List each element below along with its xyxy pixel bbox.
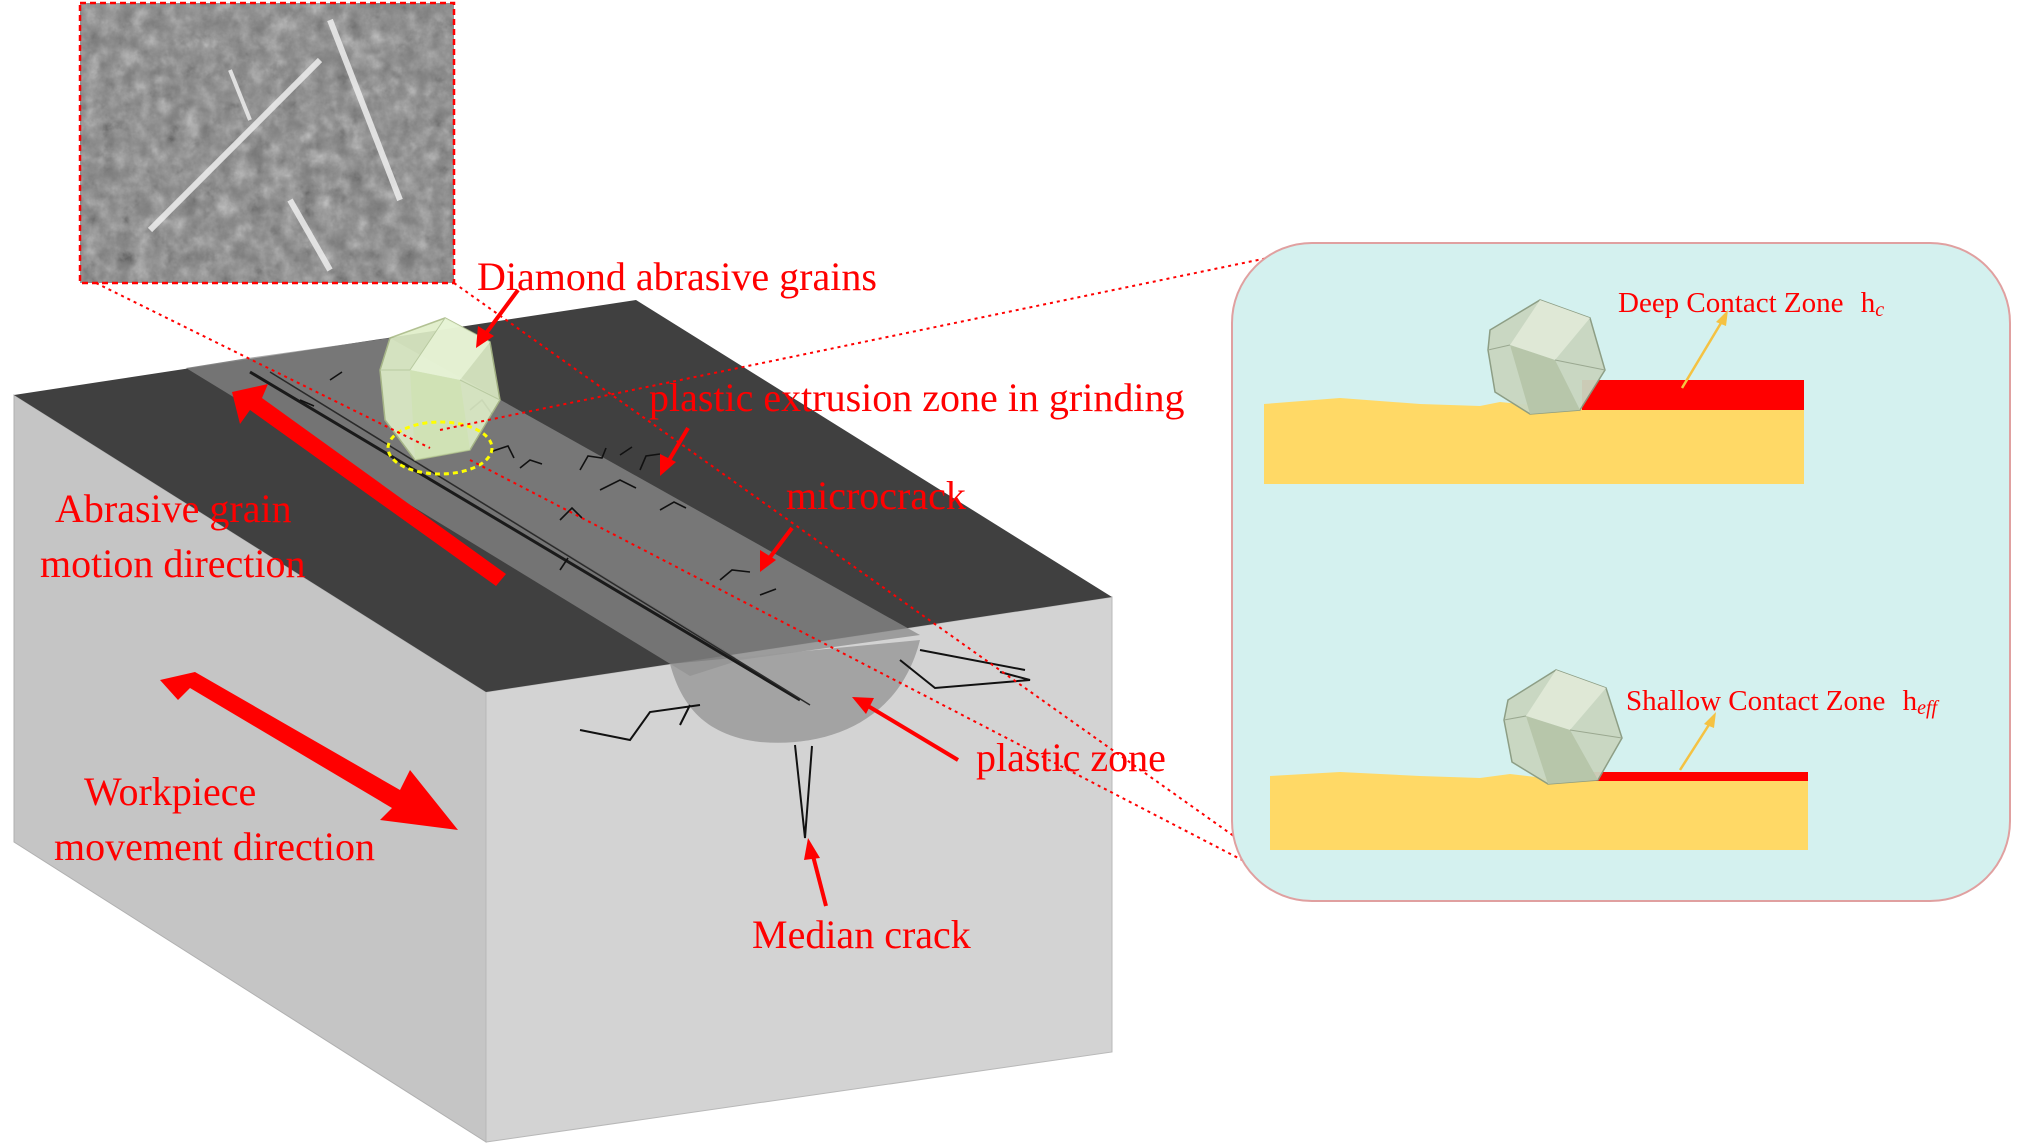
deep-leader-line [1680, 317, 1726, 389]
shallow-contact-panel: Shallow Contact Zone heff [1270, 669, 1940, 850]
workpiece-motion-arrow [160, 672, 458, 830]
plastic-zone-region [670, 640, 920, 743]
shallow-leader-line [1678, 719, 1714, 771]
annotation-arrows [476, 288, 960, 907]
abrasive-motion-arrow [232, 384, 506, 586]
sem-micrograph [78, 1, 456, 285]
label-workpiece-move-line2: movement direction [54, 824, 375, 869]
lateral-cracks [579, 649, 1031, 742]
shallow-contact-bar [1590, 772, 1808, 781]
label-median-crack: Median crack [752, 912, 971, 957]
workpiece-block [13, 300, 1113, 1143]
diamond-grain-3d [379, 317, 501, 461]
scratch-line-2 [269, 371, 811, 706]
shallow-diamond-grain [1503, 669, 1623, 785]
deep-diamond-grain [1487, 299, 1606, 415]
shallow-workpiece-layer [1270, 772, 1808, 850]
label-abrasive-motion-line1: Abrasive grain [55, 486, 292, 531]
zoom-connectors [95, 244, 1331, 891]
deep-contact-bar [1582, 380, 1804, 410]
deep-contact-panel: Deep Contact Zone hc [1264, 287, 1884, 484]
label-microcrack: microcrack [786, 473, 966, 518]
contact-zone-inset: Deep Contact Zone hc Shallow Contact Zon… [1231, 242, 2011, 902]
microcracks [299, 371, 777, 596]
label-plastic-extrusion: plastic extrusion zone in grinding [649, 375, 1184, 420]
deep-contact-text: Deep Contact Zone hc [1618, 287, 1884, 321]
grinding-groove [186, 358, 740, 676]
deep-workpiece-layer [1264, 398, 1804, 484]
scratch-line [249, 370, 801, 702]
median-crack-lines [794, 744, 813, 839]
label-workpiece-move-line1: Workpiece [84, 769, 256, 814]
contact-zone-highlight [386, 420, 494, 476]
shallow-contact-text: Shallow Contact Zone heff [1626, 685, 1940, 719]
label-plastic-zone: plastic zone [976, 735, 1166, 780]
label-diamond-grains: Diamond abrasive grains [477, 254, 877, 299]
label-abrasive-motion-line2: motion direction [40, 541, 306, 586]
